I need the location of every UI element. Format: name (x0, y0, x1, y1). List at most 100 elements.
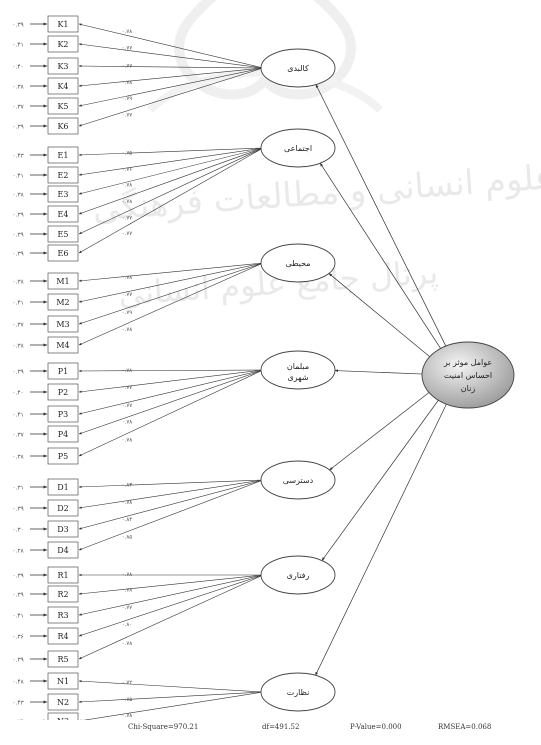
error-variance-label: ۰.۴۳ (12, 700, 24, 707)
error-variance-label: ۰.۳۹ (12, 22, 24, 29)
loading-value-label: ۰.۷۲ (122, 680, 133, 686)
loading-value-label: ۰.۸۴ (122, 517, 133, 523)
indicator-box (47, 672, 79, 690)
loading-path (78, 574, 264, 595)
indicator-box (47, 520, 79, 538)
indicator-label: M2 (56, 298, 69, 307)
indicator-box (47, 97, 79, 115)
error-variance-label: ۰.۳۱ (12, 485, 24, 492)
indicator-label: P2 (58, 388, 68, 397)
loading-path (78, 67, 264, 127)
indicator-box (47, 225, 79, 243)
loading-path (78, 147, 264, 235)
indicator-box (47, 77, 79, 95)
indicator-box (47, 336, 79, 354)
indicator-box (47, 35, 79, 53)
indicator-box (47, 117, 79, 135)
loading-path (78, 147, 264, 254)
loading-value-label: ۰.۷۷ (122, 292, 133, 298)
indicator-label: R1 (57, 571, 68, 580)
loading-value-label: ۰.۸۰ (122, 622, 133, 628)
indicator-label: E4 (58, 210, 69, 219)
loading-path (78, 574, 264, 616)
error-variance-label: ۰.۴۳ (12, 153, 24, 160)
loading-path (78, 262, 264, 325)
indicator-box (47, 244, 79, 262)
indicator-box (47, 57, 79, 75)
indicator-box (47, 693, 79, 711)
indicator-box (47, 383, 79, 401)
error-variance-label: ۰.۳۷ (12, 322, 24, 329)
loading-value-label: ۰.۷۷ (122, 231, 133, 237)
loading-value-label: ۰.۷۵ (122, 697, 133, 703)
loading-value-label: ۰.۷۷ (122, 113, 133, 119)
indicator-box (47, 315, 79, 333)
indicator-label: K1 (57, 20, 68, 29)
error-variance-label: ۰.۴۸ (12, 679, 24, 686)
indicator-box (47, 478, 79, 496)
latent-factor-label: کالبدی (287, 64, 309, 73)
error-variance-label: ۰.۳۹ (12, 506, 24, 513)
indicator-label: P5 (58, 452, 68, 461)
loading-path (78, 574, 264, 637)
loading-value-label: ۰.۷۸ (122, 183, 133, 189)
loading-value-label: ۰.۷۸ (122, 368, 133, 374)
latent-factor-label: اجتماعی (284, 144, 312, 153)
loading-path (78, 369, 264, 373)
loading-path (78, 147, 264, 157)
loading-path (78, 479, 264, 551)
indicator-label: R3 (57, 611, 68, 620)
indicator-label: N3 (57, 717, 69, 720)
indicator-box (47, 166, 79, 184)
latent-factor-label: نظارت (287, 688, 310, 697)
latent-factor-label: محیطی (285, 259, 310, 268)
indicator-box (47, 293, 79, 311)
indicator-box (47, 272, 79, 290)
indicator-label: E6 (58, 249, 69, 258)
loading-value-label: ۰.۷۶ (122, 167, 133, 173)
loading-value-label: ۰.۷۵ (122, 151, 133, 157)
loading-path (78, 369, 264, 393)
indicator-box (47, 362, 79, 380)
p-value: P-Value=0.000 (350, 723, 402, 731)
indicator-label: E1 (58, 151, 69, 160)
loading-path (78, 262, 264, 282)
indicator-box (47, 185, 79, 203)
loading-value-label: ۰.۷۸ (122, 199, 133, 205)
structural-path (329, 391, 430, 471)
error-variance-label: ۰.۳۸ (12, 343, 24, 350)
loading-path (78, 147, 264, 176)
loading-path (78, 23, 264, 69)
indicator-label: E5 (58, 230, 69, 239)
latent-factor-label: دسترسی (283, 476, 314, 485)
loading-value-label: ۰.۷۹ (122, 310, 133, 316)
indicator-box (47, 650, 79, 668)
indicator-label: K4 (57, 82, 68, 91)
indicator-box (47, 205, 79, 223)
error-variance-label: ۰.۳۰ (12, 527, 24, 534)
latent-factor (260, 128, 336, 168)
latent-factor (260, 48, 336, 88)
indicator-label: P4 (58, 430, 68, 439)
loading-value-label: ۰.۷۸ (122, 29, 133, 35)
loading-path (78, 369, 264, 435)
loading-value-label: ۰.۸۵ (122, 534, 133, 540)
loading-value-label: ۰.۷۸ (122, 588, 133, 594)
indicator-label: M4 (56, 341, 69, 350)
indicator-label: D4 (57, 546, 69, 555)
latent-factor-label: رفتاری (287, 571, 310, 580)
latent-factor (260, 555, 336, 595)
error-variance-label: ۰.۳۸ (12, 192, 24, 199)
loading-path (78, 262, 264, 346)
loading-path (78, 147, 264, 195)
indicator-label: D3 (57, 525, 69, 534)
loading-value-label: ۰.۷۸ (122, 500, 133, 506)
error-variance-label: ۰.۳۸ (12, 84, 24, 91)
latent-factor-label: شهری (287, 373, 308, 382)
latent-factor (260, 672, 336, 712)
loading-value-label: ۰.۷۷ (122, 216, 133, 222)
loading-path (78, 574, 264, 660)
error-variance-label: ۰.۳۹ (12, 232, 24, 239)
loading-value-label: ۰.۷۹ (122, 96, 133, 102)
